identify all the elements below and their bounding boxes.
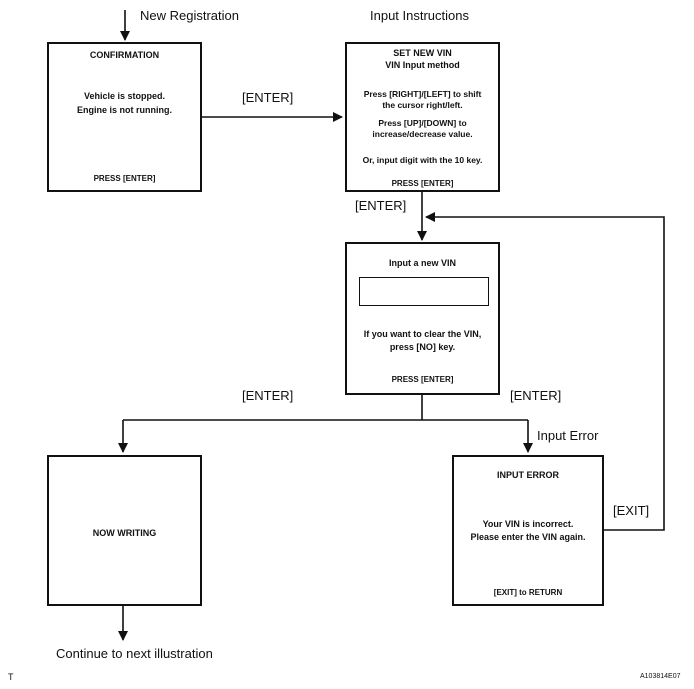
label-exit: [EXIT] [613, 503, 650, 518]
input-error-line2: Please enter the VIN again. [470, 532, 586, 542]
confirmation-line2: Engine is not running. [77, 105, 172, 115]
arrow-exit-loop [425, 212, 665, 531]
input-error-title: INPUT ERROR [496, 470, 559, 480]
confirmation-line1: Vehicle is stopped. [83, 91, 166, 101]
label-input-error: Input Error [537, 428, 599, 443]
input-error-screen: INPUT ERROR Your VIN is incorrect. Pleas… [452, 455, 604, 606]
set-vin-line5: Or, input digit with the 10 key. [362, 155, 483, 165]
confirmation-title: CONFIRMATION [89, 50, 160, 60]
label-continue: Continue to next illustration [56, 646, 213, 661]
label-enter-4: [ENTER] [510, 388, 562, 403]
input-vin-line2: press [NO] key. [389, 342, 456, 352]
label-enter-2: [ENTER] [355, 198, 407, 213]
label-enter-3: [ENTER] [242, 388, 294, 403]
set-vin-line3: Press [UP]/[DOWN] to [378, 118, 467, 128]
confirmation-footer: PRESS [ENTER] [93, 174, 156, 183]
vin-input-field[interactable] [359, 277, 489, 306]
set-vin-title: SET NEW VIN [393, 48, 452, 58]
now-writing-title: NOW WRITING [92, 528, 157, 538]
input-vin-title: Input a new VIN [388, 258, 456, 268]
label-enter-1: [ENTER] [242, 90, 294, 105]
set-vin-footer: PRESS [ENTER] [391, 179, 454, 188]
set-vin-screen: SET NEW VIN VIN Input method Press [RIGH… [345, 42, 500, 192]
input-vin-footer: PRESS [ENTER] [391, 375, 454, 384]
label-corner-t: T [8, 672, 14, 682]
set-vin-line2: the cursor right/left. [382, 100, 463, 110]
set-vin-line4: increase/decrease value. [372, 129, 473, 139]
set-vin-line1: Press [RIGHT]/[LEFT] to shift [363, 89, 482, 99]
input-vin-screen: Input a new VIN If you want to clear the… [345, 242, 500, 395]
label-input-instructions: Input Instructions [370, 8, 469, 23]
label-new-registration: New Registration [140, 8, 239, 23]
label-figure-code: A103814E07 [640, 673, 681, 680]
now-writing-screen: NOW WRITING [47, 455, 202, 606]
set-vin-subtitle: VIN Input method [385, 60, 460, 70]
input-error-line1: Your VIN is incorrect. [482, 519, 574, 529]
input-error-footer: [EXIT] to RETURN [493, 588, 563, 597]
confirmation-screen: CONFIRMATION Vehicle is stopped. Engine … [47, 42, 202, 192]
input-vin-line1: If you want to clear the VIN, [363, 329, 482, 339]
